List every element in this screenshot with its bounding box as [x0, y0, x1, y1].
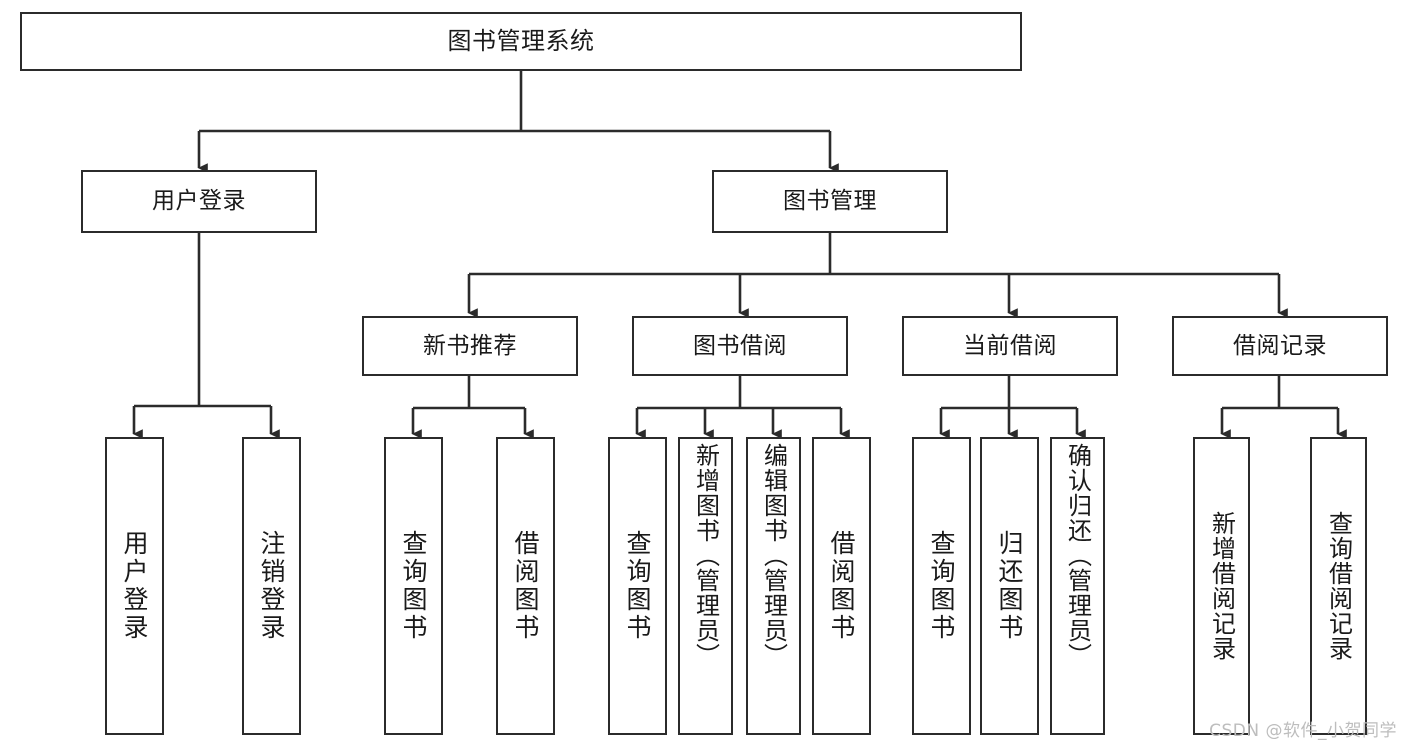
- leaf-confirm-return-admin[interactable]: 确认归还（管理员）: [1050, 437, 1105, 735]
- node-label: 当前借阅: [963, 332, 1057, 359]
- node-label: 图书管理系统: [447, 26, 595, 55]
- node-label: 查询借阅记录: [1324, 511, 1353, 661]
- leaf-user-login[interactable]: 用户登录: [105, 437, 164, 735]
- node-label: 新增图书（管理员）: [691, 443, 720, 668]
- leaf-query-borrow-record[interactable]: 查询借阅记录: [1310, 437, 1367, 735]
- leaf-add-book-admin[interactable]: 新增图书（管理员）: [678, 437, 733, 735]
- leaf-return-books[interactable]: 归还图书: [980, 437, 1039, 735]
- node-current-borrow[interactable]: 当前借阅: [902, 316, 1118, 376]
- node-label: 借阅图书: [827, 530, 856, 642]
- node-label: 注销登录: [257, 530, 286, 642]
- csdn-watermark: CSDN @软件_小贺同学: [1209, 721, 1397, 741]
- node-label: 归还图书: [995, 530, 1024, 642]
- node-book-management[interactable]: 图书管理: [712, 170, 948, 233]
- node-label: 借阅记录: [1233, 332, 1327, 359]
- node-label: 查询图书: [399, 530, 428, 642]
- node-label: 借阅图书: [511, 530, 540, 642]
- node-book-borrow[interactable]: 图书借阅: [632, 316, 848, 376]
- node-label: 编辑图书（管理员）: [759, 443, 788, 668]
- leaf-query-books-recommend[interactable]: 查询图书: [384, 437, 443, 735]
- node-label: 新书推荐: [423, 332, 517, 359]
- leaf-borrow-books-recommend[interactable]: 借阅图书: [496, 437, 555, 735]
- leaf-edit-book-admin[interactable]: 编辑图书（管理员）: [746, 437, 801, 735]
- node-root-book-management-system[interactable]: 图书管理系统: [20, 12, 1022, 71]
- node-label: 用户登录: [152, 188, 246, 215]
- node-label: 新增借阅记录: [1207, 511, 1236, 661]
- leaf-borrow-books-borrow[interactable]: 借阅图书: [812, 437, 871, 735]
- node-label: 图书借阅: [693, 332, 787, 359]
- leaf-query-books-borrow[interactable]: 查询图书: [608, 437, 667, 735]
- node-label: 确认归还（管理员）: [1063, 443, 1092, 668]
- node-user-login[interactable]: 用户登录: [81, 170, 317, 233]
- node-label: 查询图书: [623, 530, 652, 642]
- node-new-book-recommend[interactable]: 新书推荐: [362, 316, 578, 376]
- leaf-add-borrow-record[interactable]: 新增借阅记录: [1193, 437, 1250, 735]
- node-label: 图书管理: [783, 188, 877, 215]
- node-borrow-record[interactable]: 借阅记录: [1172, 316, 1388, 376]
- node-label: 用户登录: [120, 530, 149, 642]
- node-label: 查询图书: [927, 530, 956, 642]
- leaf-query-books-current[interactable]: 查询图书: [912, 437, 971, 735]
- leaf-logout[interactable]: 注销登录: [242, 437, 301, 735]
